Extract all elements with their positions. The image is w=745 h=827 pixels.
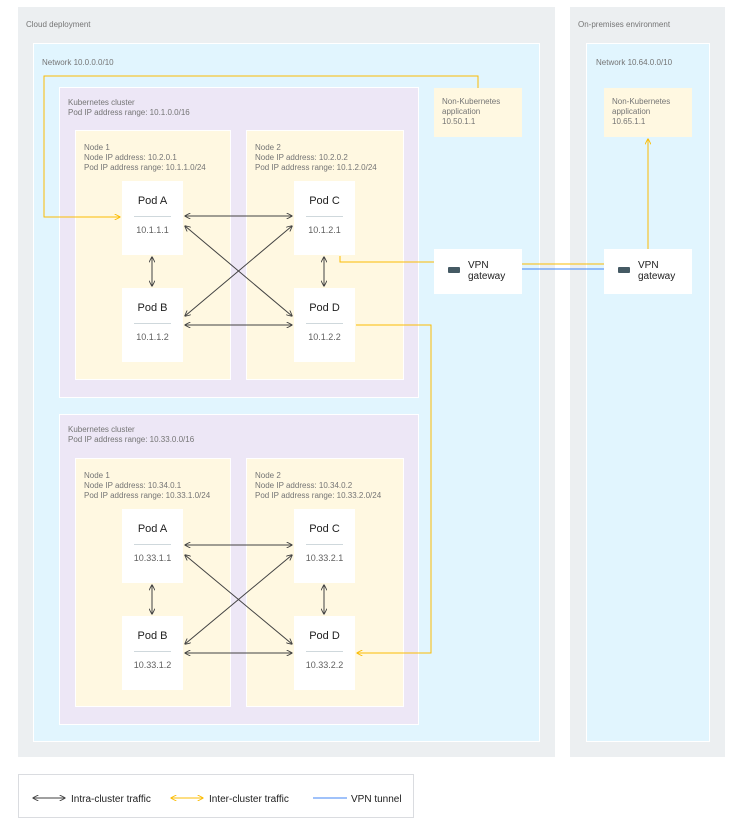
cluster-2-pod-c[interactable]: Pod C 10.33.2.1 xyxy=(294,509,355,583)
vpn-gateway-icon xyxy=(448,267,460,273)
pod-divider xyxy=(134,216,171,217)
pod-ip: 10.1.2.1 xyxy=(308,225,341,235)
pod-ip: 10.33.1.2 xyxy=(133,660,172,670)
cluster-1-node-1-label: Node 1 Node IP address: 10.2.0.1 Pod IP … xyxy=(84,143,206,172)
pod-divider xyxy=(306,216,343,217)
vpn-gateway-label: VPN gateway xyxy=(468,260,506,282)
pod-name: Pod C xyxy=(309,523,340,535)
pod-divider xyxy=(306,323,343,324)
inter-pod-d-to-cluster-2-pod-d xyxy=(356,324,432,653)
pod-ip: 10.1.1.1 xyxy=(136,225,169,235)
pod-ip: 10.1.1.2 xyxy=(136,332,169,342)
c1-link-b-c xyxy=(185,226,292,316)
onprem-non-kubernetes-app: Non-Kubernetes application 10.65.1.1 xyxy=(604,88,692,137)
cloud-vpn-gateway[interactable]: VPN gateway xyxy=(434,249,522,294)
pod-name: Pod D xyxy=(309,302,340,314)
cluster-1-pod-a[interactable]: Pod A 10.1.1.1 xyxy=(122,181,183,255)
pod-name: Pod B xyxy=(137,630,168,642)
pod-name: Pod D xyxy=(309,630,340,642)
legend-intra-arrow-icon xyxy=(31,792,67,804)
pod-ip: 10.33.1.1 xyxy=(133,553,172,563)
cloud-non-kubernetes-app: Non-Kubernetes application 10.50.1.1 xyxy=(434,88,522,137)
onprem-non-kubernetes-app-label: Non-Kubernetes application 10.65.1.1 xyxy=(612,97,671,126)
cluster-1-node-2-label: Node 2 Node IP address: 10.2.0.2 Pod IP … xyxy=(255,143,377,172)
legend-intra-label: Intra-cluster traffic xyxy=(71,794,151,805)
onprem-title: On-premises environment xyxy=(578,20,671,29)
cluster-2-label: Kubernetes cluster Pod IP address range:… xyxy=(68,425,195,444)
inter-pod-c-to-vpn xyxy=(339,256,434,263)
pod-name: Pod A xyxy=(137,523,168,535)
onprem-vpn-gateway[interactable]: VPN gateway xyxy=(604,249,692,294)
pod-divider xyxy=(134,651,171,652)
pod-divider xyxy=(306,651,343,652)
inter-app-to-pod-a xyxy=(43,75,479,217)
pod-divider xyxy=(134,544,171,545)
cluster-2-node-2-label: Node 2 Node IP address: 10.34.0.2 Pod IP… xyxy=(255,471,382,500)
legend-inter-arrow-icon xyxy=(169,792,205,804)
legend: Intra-cluster traffic Inter-cluster traf… xyxy=(18,774,414,818)
cluster-2-node-1-label: Node 1 Node IP address: 10.34.0.1 Pod IP… xyxy=(84,471,211,500)
cluster-1-pod-c[interactable]: Pod C 10.1.2.1 xyxy=(294,181,355,255)
cloud-non-kubernetes-app-label: Non-Kubernetes application 10.50.1.1 xyxy=(442,97,501,126)
cluster-1-pod-b[interactable]: Pod B 10.1.1.2 xyxy=(122,288,183,362)
c2-link-b-c xyxy=(185,555,292,644)
legend-vpn-label: VPN tunnel xyxy=(351,794,402,805)
pod-ip: 10.33.2.2 xyxy=(305,660,344,670)
cloud-deployment-title: Cloud deployment xyxy=(26,20,91,29)
pod-name: Pod A xyxy=(137,195,168,207)
onprem-network-label: Network 10.64.0.0/10 xyxy=(596,58,673,67)
cluster-2-pod-a[interactable]: Pod A 10.33.1.1 xyxy=(122,509,183,583)
cloud-network-label: Network 10.0.0.0/10 xyxy=(42,58,114,67)
cluster-2-pod-b[interactable]: Pod B 10.33.1.2 xyxy=(122,616,183,690)
pod-divider xyxy=(306,544,343,545)
pod-name: Pod C xyxy=(309,195,340,207)
cluster-2-pod-d[interactable]: Pod D 10.33.2.2 xyxy=(294,616,355,690)
pod-ip: 10.1.2.2 xyxy=(308,332,341,342)
pod-divider xyxy=(134,323,171,324)
legend-vpn-line-icon xyxy=(313,797,347,799)
legend-inter-label: Inter-cluster traffic xyxy=(209,794,289,805)
cluster-1-label: Kubernetes cluster Pod IP address range:… xyxy=(68,98,190,117)
cluster-1-pod-d[interactable]: Pod D 10.1.2.2 xyxy=(294,288,355,362)
pod-name: Pod B xyxy=(137,302,168,314)
vpn-gateway-icon xyxy=(618,267,630,273)
vpn-gateway-label: VPN gateway xyxy=(638,260,676,282)
pod-ip: 10.33.2.1 xyxy=(305,553,344,563)
